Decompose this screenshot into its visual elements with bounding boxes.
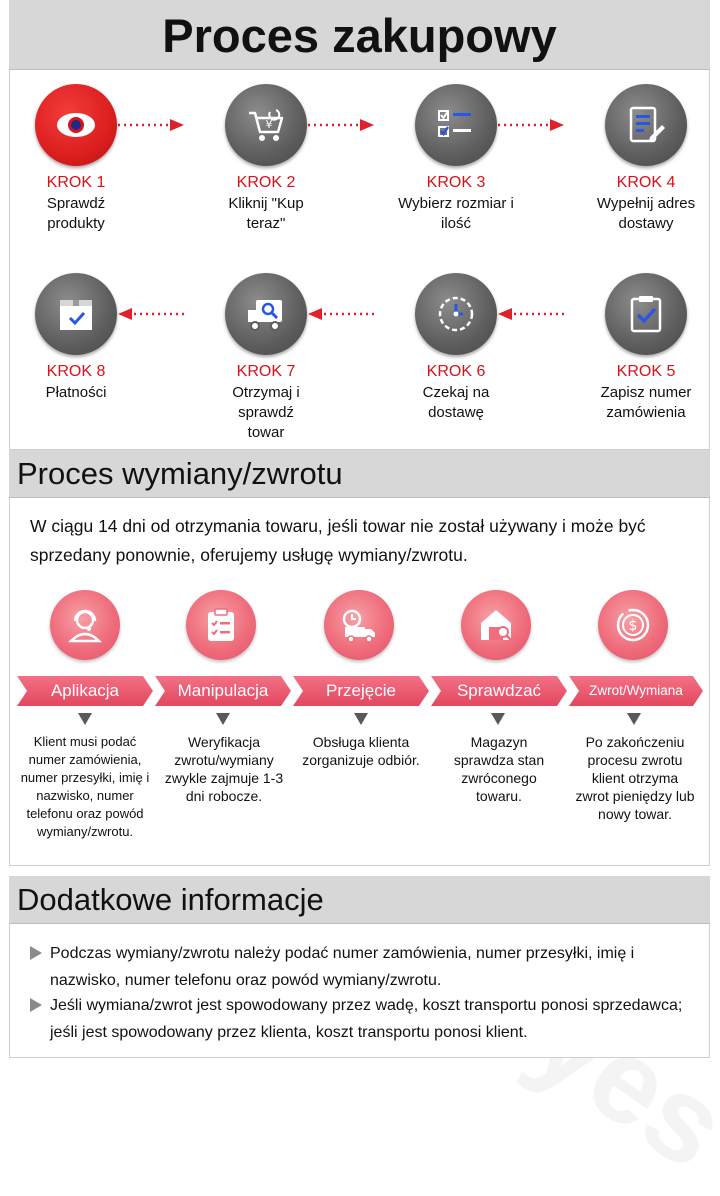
down-arrow-icon (78, 713, 92, 725)
purchase-step-7: KROK 7 Otrzymaj i sprawdź towar (191, 273, 341, 443)
return-step-label: Przejęcie (326, 681, 396, 700)
return-step-label: Sprawdzać (456, 681, 542, 700)
checklist-icon (415, 84, 497, 166)
step-description: Sprawdź produkty (46, 195, 106, 232)
clipboard-list-icon (186, 590, 256, 660)
info-bullet-text: Podczas wymiany/zwrotu należy podać nume… (50, 945, 635, 989)
step-description: Czekaj na dostawę (422, 384, 490, 421)
form-edit-icon (605, 84, 687, 166)
ribbon-shape-manipulacja (155, 676, 291, 706)
step-number: KROK 3 (426, 174, 486, 191)
step-description: Kliknij "Kup teraz" (228, 195, 304, 232)
truck-search-icon (225, 273, 307, 355)
return-step-2 (153, 590, 289, 660)
headset-icon (50, 590, 120, 660)
ribbon-shape-sprawdzac (431, 676, 567, 706)
cart-icon: ¥ (225, 84, 307, 166)
refund-icon: $ (598, 590, 668, 660)
step-number: KROK 6 (426, 363, 486, 380)
purchase-step-5: KROK 5 Zapisz numer zamówienia (571, 273, 720, 423)
info-bullet: Podczas wymiany/zwrotu należy podać nume… (30, 940, 700, 994)
purchase-step-3: KROK 3 Wybierz rozmiar i ilość (381, 84, 531, 234)
arrow-right-icon (308, 119, 374, 131)
purchase-step-4: KROK 4 Wypełnij adres dostawy (571, 84, 720, 234)
step-description: Wypełnij adres dostawy (596, 195, 696, 232)
purchase-step-6: KROK 6 Czekaj na dostawę (381, 273, 531, 423)
delivery-truck-icon (324, 590, 394, 660)
step-number: KROK 5 (616, 363, 676, 380)
step-description: Płatności (45, 384, 107, 401)
step-number: KROK 7 (236, 363, 296, 380)
svg-text:¥: ¥ (266, 118, 273, 131)
arrow-left-icon (118, 308, 184, 320)
step-description: Otrzymaj i sprawdź towar (232, 384, 300, 441)
return-step-label: Manipulacja (177, 681, 269, 700)
return-step-5: $ (565, 590, 701, 660)
step-description: Zapisz numer zamówienia (600, 384, 692, 421)
arrow-right-icon (498, 119, 564, 131)
returns-section-title: Proces wymiany/zwrotu (9, 450, 710, 498)
extra-info-panel (9, 924, 710, 1058)
clipboard-check-icon (605, 273, 687, 355)
step-description: Wybierz rozmiar i ilość (398, 195, 514, 232)
return-step-description: Magazyn sprawdza stan zwróconego towaru. (453, 734, 545, 804)
return-step-4 (428, 590, 564, 660)
return-step-3 (291, 590, 427, 660)
bullet-triangle-icon (30, 946, 42, 960)
ribbon-shape-przejecie (293, 676, 429, 706)
box-check-icon (35, 273, 117, 355)
down-arrow-icon (216, 713, 230, 725)
info-bullet: Jeśli wymiana/zwrot jest spowodowany prz… (30, 992, 700, 1046)
down-arrow-icon (627, 713, 641, 725)
return-step-description: Weryfikacja zwrotu/wymiany zwykle zajmuj… (164, 734, 284, 804)
step-number: KROK 1 (46, 174, 106, 191)
returns-intro: W ciągu 14 dni od otrzymania towaru, jeś… (30, 516, 646, 565)
purchase-process-panel (9, 70, 710, 450)
arrow-left-icon (308, 308, 374, 320)
return-step-description: Po zakończeniu procesu zwrotu klient otr… (575, 734, 695, 822)
down-arrow-icon (354, 713, 368, 725)
clock-icon (415, 273, 497, 355)
purchase-step-2: ¥ KROK 2 Kliknij "Kup teraz" (191, 84, 341, 234)
warehouse-search-icon (461, 590, 531, 660)
return-step-label: Aplikacja (50, 681, 120, 700)
ribbon-shape-zwrot (569, 676, 703, 706)
return-step-description: Klient musi podać numer zamówienia, nume… (20, 734, 150, 839)
ribbon-shape-aplikacja (17, 676, 153, 706)
extra-info-section-title: Dodatkowe informacje (9, 876, 710, 924)
arrow-left-icon (498, 308, 564, 320)
return-step-description: Obsługa klienta zorganizuje odbiór. (302, 734, 420, 768)
step-number: KROK 8 (46, 363, 106, 380)
return-step-label: Zwrot/Wymiana (589, 683, 683, 698)
step-number: KROK 4 (616, 174, 676, 191)
return-step-1 (17, 590, 153, 660)
eye-icon (35, 84, 117, 166)
bullet-triangle-icon (30, 998, 42, 1012)
arrow-right-icon (118, 119, 184, 131)
info-bullet-text: Jeśli wymiana/zwrot jest spowodowany prz… (50, 997, 683, 1041)
purchase-step-8: KROK 8 Płatności (1, 273, 151, 403)
down-arrow-icon (491, 713, 505, 725)
step-number: KROK 2 (236, 174, 296, 191)
svg-text:$: $ (629, 618, 638, 634)
page-title: Proces zakupowy (9, 0, 710, 70)
purchase-step-1: KROK 1 Sprawdź produkty (1, 84, 151, 234)
